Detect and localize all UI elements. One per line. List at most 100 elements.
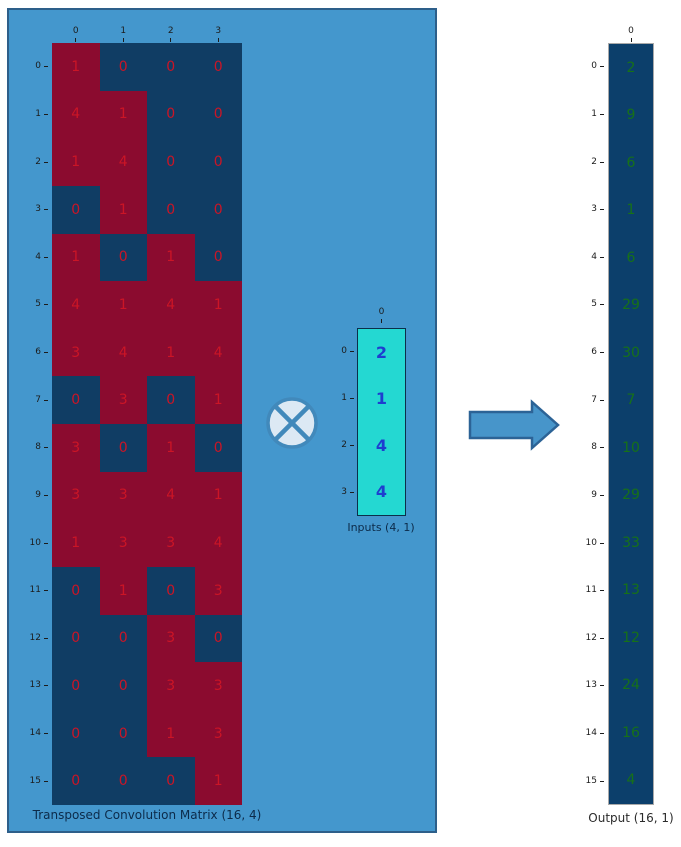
tick-mark-icon	[44, 685, 48, 687]
matrix-cell: 0	[52, 614, 100, 663]
tick-label: 1	[35, 108, 41, 119]
output-cell: 10	[622, 439, 640, 456]
tick-mark-icon	[44, 256, 48, 258]
tick-mark-icon	[44, 399, 48, 401]
tick-mark-icon	[44, 494, 48, 496]
output-cell: 24	[622, 677, 640, 694]
output-cell: 29	[622, 487, 640, 504]
matrix-cell: 4	[194, 519, 242, 567]
output-column-ticks: 0	[608, 20, 654, 42]
matrix-cell: 3	[194, 709, 242, 758]
tick-label: 0	[378, 307, 385, 317]
tick-label: 11	[29, 585, 41, 596]
matrix-cell: 0	[99, 43, 147, 91]
row-tick: 8	[14, 424, 48, 472]
tick-label: 0	[591, 61, 597, 72]
row-tick: 10	[570, 519, 604, 567]
tick-label: 2	[341, 440, 347, 450]
tick-label: 6	[591, 347, 597, 358]
row-tick: 0	[14, 43, 48, 91]
tick-label: 3	[341, 487, 347, 497]
matrix-cell: 0	[52, 757, 100, 805]
matrix-cell: 0	[99, 757, 147, 805]
inputs-title: Inputs (4, 1)	[347, 521, 415, 534]
row-tick: 13	[14, 662, 48, 710]
tick-mark-icon	[122, 38, 124, 42]
row-tick: 2	[570, 138, 604, 186]
matrix-cell: 1	[99, 566, 147, 615]
inputs-cell: 4	[375, 435, 388, 455]
tick-label: 12	[29, 632, 41, 643]
matrix-cell: 4	[147, 281, 195, 329]
tick-mark-icon	[600, 209, 604, 211]
tick-label: 1	[120, 26, 127, 36]
matrix-cell: 1	[147, 233, 195, 282]
row-tick: 15	[570, 757, 604, 805]
row-tick: 3	[321, 469, 354, 516]
tick-label: 10	[585, 537, 597, 548]
matrix-cell: 0	[99, 662, 147, 710]
matrix-cell: 0	[147, 90, 195, 139]
row-tick: 15	[14, 757, 48, 805]
matrix-cell: 1	[52, 519, 100, 567]
col-tick: 0	[52, 20, 100, 42]
tick-mark-icon	[600, 399, 604, 401]
tick-label: 9	[591, 489, 597, 500]
tick-label: 3	[35, 204, 41, 215]
matrix-cell: 1	[52, 233, 100, 282]
row-tick: 0	[321, 328, 354, 375]
row-tick: 4	[14, 234, 48, 282]
matrix-cell: 4	[99, 138, 147, 186]
matrix-cell: 0	[147, 138, 195, 186]
output-cell: 9	[626, 107, 636, 124]
tick-mark-icon	[44, 161, 48, 163]
tick-mark-icon	[350, 445, 354, 446]
matrix-cell: 3	[194, 662, 242, 710]
matrix-cell: 4	[147, 471, 195, 520]
output-cell: 4	[626, 772, 636, 789]
output-cell: 16	[622, 724, 640, 741]
tick-label: 10	[29, 537, 41, 548]
matrix-cell: 3	[99, 519, 147, 567]
matrix-cell: 0	[99, 424, 147, 472]
matrix-cell: 3	[52, 328, 100, 377]
tick-mark-icon	[600, 590, 604, 592]
tick-label: 5	[35, 299, 41, 310]
tick-label: 14	[29, 728, 41, 739]
tick-label: 3	[591, 204, 597, 215]
tick-mark-icon	[600, 447, 604, 449]
matrix-cell: 0	[194, 43, 242, 91]
tick-mark-icon	[44, 209, 48, 211]
matrix-cell: 0	[194, 233, 242, 282]
row-tick: 6	[14, 329, 48, 377]
col-tick: 0	[608, 20, 654, 42]
row-tick: 12	[14, 615, 48, 663]
tick-mark-icon	[600, 113, 604, 115]
output-cell: 13	[622, 582, 640, 599]
tick-mark-icon	[44, 447, 48, 449]
tick-label: 0	[35, 61, 41, 72]
row-tick: 7	[14, 376, 48, 424]
matrix-cell: 1	[52, 138, 100, 186]
matrix-cell: 1	[147, 328, 195, 377]
row-tick: 2	[321, 422, 354, 469]
tick-mark-icon	[630, 38, 632, 42]
tick-mark-icon	[44, 780, 48, 782]
matrix-cell: 3	[147, 662, 195, 710]
tick-mark-icon	[600, 685, 604, 687]
matrix-title: Transposed Convolution Matrix (16, 4)	[32, 808, 262, 822]
matrix-cell: 3	[194, 566, 242, 615]
tick-label: 4	[35, 251, 41, 262]
row-tick: 6	[570, 329, 604, 377]
tick-label: 4	[591, 251, 597, 262]
matrix-cell: 0	[147, 757, 195, 805]
tick-label: 2	[167, 26, 174, 36]
row-tick: 9	[14, 472, 48, 520]
tick-mark-icon	[170, 38, 172, 42]
output-cell: 7	[626, 392, 636, 409]
tick-label: 8	[591, 442, 597, 453]
tick-label: 14	[585, 728, 597, 739]
matrix-cell: 1	[99, 281, 147, 329]
tick-label: 3	[215, 26, 222, 36]
